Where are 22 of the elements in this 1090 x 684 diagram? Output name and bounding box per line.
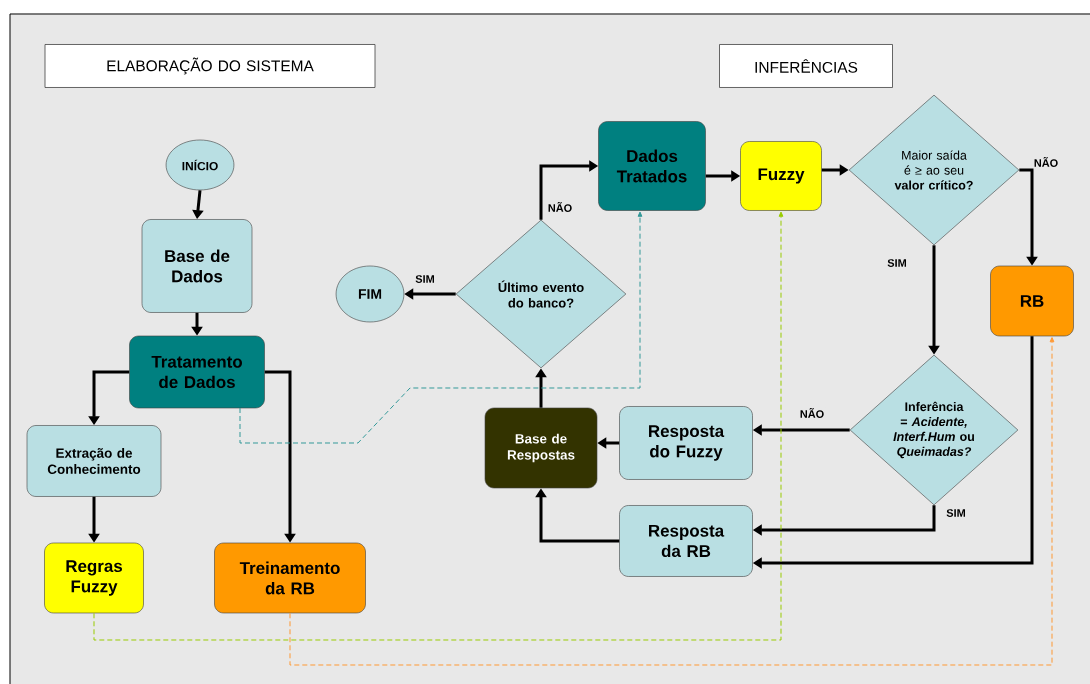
edge-label: SIM <box>945 508 967 518</box>
edge-label: NÃO <box>798 407 826 419</box>
process-box: Fuzzy <box>740 141 822 211</box>
edge-label: SIM <box>886 258 908 268</box>
process-box: Resposta do Fuzzy <box>619 406 753 480</box>
edge-label: NÃO <box>1032 156 1060 168</box>
process-box: Tratamento de Dados <box>129 335 265 409</box>
section-title-box: ELABORAÇÃO DO SISTEMA <box>44 44 376 88</box>
edge-label: NÃO <box>546 201 574 213</box>
process-box: Regras Fuzzy <box>44 542 144 614</box>
dashed-arrow <box>289 337 1055 666</box>
edge-label: SIM <box>414 274 436 284</box>
dashed-arrow <box>93 211 784 641</box>
process-box: Base de Dados <box>141 219 253 313</box>
process-box: RB <box>990 265 1074 337</box>
process-box: Dados Tratados <box>598 121 706 211</box>
process-box: Resposta da RB <box>619 505 753 577</box>
dashed-arrow <box>239 211 643 444</box>
process-box: Treinamento da RB <box>214 542 366 614</box>
process-box: Base de Respostas <box>484 407 598 489</box>
process-box: Extração de Conhecimento <box>26 425 162 497</box>
section-title-box: INFERÊNCIAS <box>719 44 893 88</box>
